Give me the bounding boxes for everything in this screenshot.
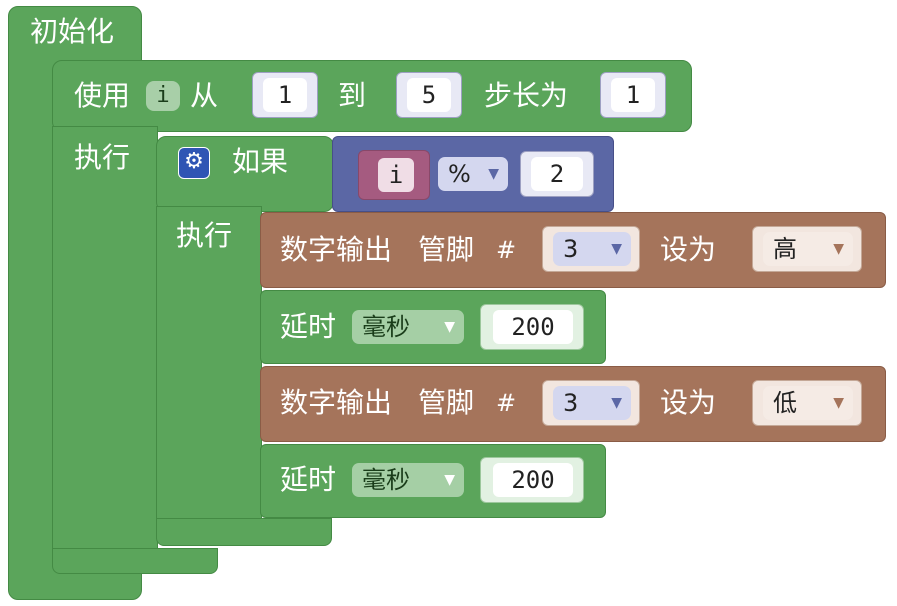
for-do-label: 执行 bbox=[74, 141, 131, 174]
level-value-1: 高 bbox=[773, 235, 797, 263]
pin-label-2: 管脚 bbox=[418, 386, 475, 419]
set-label-1: 设为 bbox=[660, 233, 717, 266]
chevron-down-icon: ▼ bbox=[611, 395, 622, 411]
pin-slot-2: 3 ▼ bbox=[542, 380, 640, 426]
init-label: 初始化 bbox=[30, 15, 115, 48]
pin-value-1: 3 bbox=[563, 235, 579, 263]
level-dropdown-2[interactable]: 低 ▼ bbox=[763, 386, 853, 420]
chevron-down-icon: ▼ bbox=[833, 395, 844, 411]
delay-unit-dropdown-1[interactable]: 毫秒 ▼ bbox=[352, 310, 464, 344]
digital-write-label-2: 数字输出 bbox=[280, 386, 393, 419]
level-value-2: 低 bbox=[773, 389, 797, 417]
chevron-down-icon: ▼ bbox=[444, 319, 455, 335]
if-block-arm bbox=[156, 206, 262, 546]
delay-value-slot-1: 200 bbox=[480, 304, 584, 350]
for-loop-footer bbox=[52, 548, 218, 574]
set-label-2: 设为 bbox=[660, 386, 717, 419]
from-value-slot: 1 bbox=[252, 72, 318, 118]
delay-label-2: 延时 bbox=[280, 463, 337, 496]
level-slot-1: 高 ▼ bbox=[752, 226, 862, 272]
delay-unit-1: 毫秒 bbox=[362, 313, 410, 341]
step-value-field[interactable]: 1 bbox=[611, 78, 655, 112]
to-value-field[interactable]: 5 bbox=[407, 78, 451, 112]
pin-slot-1: 3 ▼ bbox=[542, 226, 640, 272]
level-slot-2: 低 ▼ bbox=[752, 380, 862, 426]
delay-unit-2: 毫秒 bbox=[362, 466, 410, 494]
pin-dropdown-2[interactable]: 3 ▼ bbox=[553, 386, 631, 420]
pin-dropdown-1[interactable]: 3 ▼ bbox=[553, 232, 631, 266]
condition-variable-field: i bbox=[378, 158, 414, 192]
operator-dropdown[interactable]: % ▼ bbox=[438, 157, 508, 191]
to-value-slot: 5 bbox=[396, 72, 462, 118]
delay-value-field-2[interactable]: 200 bbox=[493, 463, 573, 497]
delay-label-1: 延时 bbox=[280, 310, 337, 343]
delay-value-slot-2: 200 bbox=[480, 457, 584, 503]
digital-write-label-1: 数字输出 bbox=[280, 233, 393, 266]
hash-label-2: # bbox=[496, 389, 517, 417]
from-value-field[interactable]: 1 bbox=[263, 78, 307, 112]
operand-slot: 2 bbox=[520, 151, 594, 197]
delay-unit-dropdown-2[interactable]: 毫秒 ▼ bbox=[352, 463, 464, 497]
operator-dropdown-label: % bbox=[448, 160, 471, 188]
if-label: 如果 bbox=[232, 145, 289, 178]
pin-value-2: 3 bbox=[563, 389, 579, 417]
gear-icon[interactable]: ⚙ bbox=[178, 147, 210, 179]
for-use-label: 使用 bbox=[74, 79, 131, 112]
level-dropdown-1[interactable]: 高 ▼ bbox=[763, 232, 853, 266]
chevron-down-icon: ▼ bbox=[488, 166, 499, 182]
if-do-label: 执行 bbox=[176, 219, 233, 252]
pin-label-1: 管脚 bbox=[418, 233, 475, 266]
for-step-label: 步长为 bbox=[484, 79, 569, 112]
loop-variable-chip[interactable]: i bbox=[146, 81, 180, 111]
operand-field[interactable]: 2 bbox=[531, 157, 583, 191]
for-from-label: 从 bbox=[190, 79, 219, 112]
step-value-slot: 1 bbox=[600, 72, 666, 118]
for-to-label: 到 bbox=[338, 79, 367, 112]
delay-value-field-1[interactable]: 200 bbox=[493, 310, 573, 344]
chevron-down-icon: ▼ bbox=[611, 241, 622, 257]
for-loop-arm bbox=[52, 126, 158, 574]
chevron-down-icon: ▼ bbox=[444, 472, 455, 488]
chevron-down-icon: ▼ bbox=[833, 241, 844, 257]
hash-label-1: # bbox=[496, 236, 517, 264]
if-block-footer bbox=[156, 518, 332, 546]
